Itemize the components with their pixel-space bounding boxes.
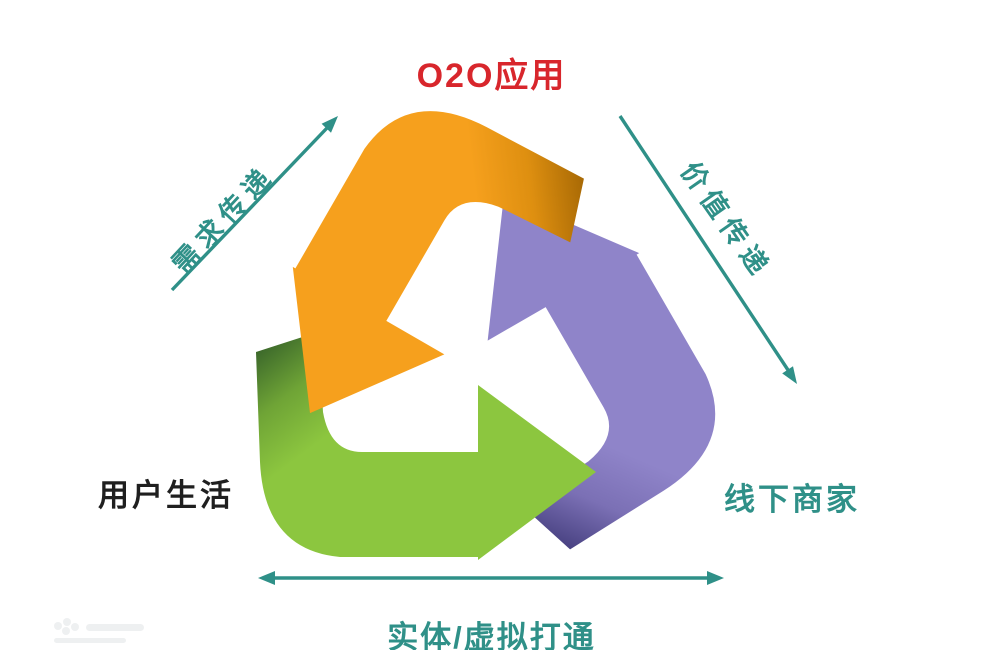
user-life-label: 用户生活 — [98, 478, 234, 513]
offline-merchant-label: 线下商家 — [724, 482, 860, 517]
watermark-logo — [46, 616, 186, 646]
demand-flow-arrow — [170, 116, 338, 292]
diagram-title: O2O应用 — [416, 57, 567, 95]
integration-flow-label: 实体/虚拟打通 — [387, 620, 596, 650]
integration-double-arrow — [258, 571, 724, 585]
value-flow-arrow — [618, 115, 797, 384]
